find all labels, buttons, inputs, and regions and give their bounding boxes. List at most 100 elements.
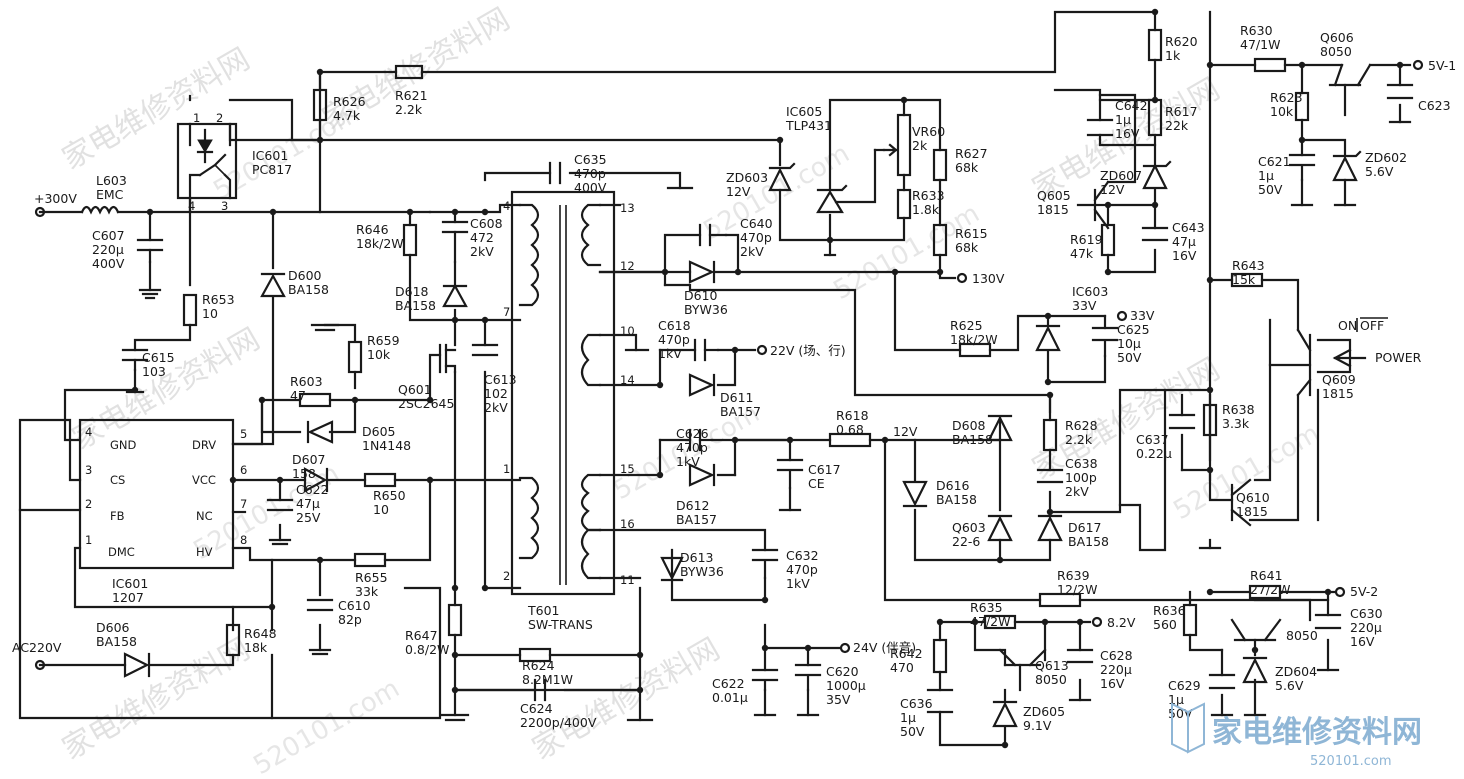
IC605-shunt-regulator	[816, 148, 877, 214]
part-label-c625: C625	[1117, 322, 1150, 337]
L603-inductor	[80, 205, 120, 215]
part-label-r626: R626	[333, 94, 366, 109]
part-label-c626: 470p	[676, 440, 708, 455]
part-label-c640: C640	[740, 216, 773, 231]
part-label-c629: 50V	[1168, 706, 1193, 721]
part-label-r621: 2.2k	[395, 102, 423, 117]
part-label-r635: 47/2W	[970, 614, 1010, 629]
part-label-r627: R627	[955, 146, 988, 161]
opto-pin: 3	[221, 199, 228, 213]
part-label-r655: 33k	[355, 584, 379, 599]
part-label-r642: 470	[890, 660, 914, 675]
C636-capacitor	[926, 688, 954, 714]
part-label-r646: 18k/2W	[356, 236, 404, 251]
part-label-c617: C617	[808, 462, 841, 477]
D605-diode	[306, 420, 334, 444]
part-label-r603: 47	[290, 388, 306, 403]
label-33v: 33V	[1130, 308, 1155, 323]
ground-symbol	[440, 713, 470, 722]
C632-capacitor	[751, 548, 779, 580]
ZD605-zener	[992, 700, 1018, 728]
Q601-transistor	[438, 343, 457, 374]
part-label-c640: 470p	[740, 230, 772, 245]
part-label-c607: 400V	[92, 256, 125, 271]
part-label-c629: C629	[1168, 678, 1201, 693]
part-label-c635: 400V	[574, 180, 607, 195]
part-label-c613: 2kV	[484, 400, 508, 415]
trans-pin: 16	[620, 517, 635, 531]
ZD602-zener	[1332, 150, 1362, 207]
part-label-r633: 1.8k	[912, 202, 940, 217]
label-5v2: 5V-2	[1350, 584, 1378, 599]
R648-resistor	[225, 623, 241, 657]
R643-resistor	[1230, 272, 1264, 288]
C624-capacitor	[533, 678, 547, 702]
part-label-c635: 470p	[574, 166, 606, 181]
D610-diode	[688, 260, 716, 284]
part-label-r617: 22k	[1165, 118, 1189, 133]
part-label-r653: R653	[202, 292, 235, 307]
watermark: 家电维修资料网	[527, 632, 726, 767]
label-8v2: 8.2V	[1107, 615, 1136, 630]
part-label-c635: C635	[574, 152, 607, 167]
part-label-d600: D600	[288, 268, 322, 283]
R633-resistor	[896, 188, 912, 220]
R626-resistor	[312, 88, 328, 122]
part-label-c610: 82p	[338, 612, 362, 627]
part-label-d607: D607	[292, 452, 325, 467]
R641-resistor	[1248, 584, 1282, 600]
opto-pin: 2	[216, 111, 223, 125]
part-label-c621: 1μ	[1258, 168, 1274, 183]
part-label-r648: 18k	[244, 640, 268, 655]
part-label-zd602: 5.6V	[1365, 164, 1394, 179]
R627-resistor	[932, 148, 948, 182]
label-300v: +300V	[34, 191, 77, 206]
trans-pin: 14	[620, 373, 635, 387]
part-label-c622a: 47μ	[296, 496, 320, 511]
R625-resistor	[958, 342, 992, 358]
part-label-vr60: 2k	[912, 138, 928, 153]
part-label-zd602: ZD602	[1365, 150, 1407, 165]
part-label-r642: R642	[890, 646, 923, 661]
part-label-r619: R619	[1070, 232, 1103, 247]
part-label-ic603: IC603	[1072, 284, 1108, 299]
part-label-ic601b: IC601	[112, 576, 148, 591]
C622-capacitor	[266, 498, 294, 546]
Q611-transistor	[1230, 618, 1282, 642]
label-24v: 24V (伴音)	[853, 640, 916, 655]
trans-pin: 12	[620, 259, 635, 273]
part-label-c640: 2kV	[740, 244, 764, 259]
part-label-l603: EMC	[96, 187, 124, 202]
part-label-ic603: 33V	[1072, 298, 1097, 313]
part-label-r620: 1k	[1165, 48, 1181, 63]
part-label-zd603: 12V	[726, 184, 751, 199]
part-label-c637: C637	[1136, 432, 1169, 447]
C629-capacitor	[1208, 673, 1236, 717]
part-label-d617: BA158	[1068, 534, 1109, 549]
part-label-r643: R643	[1232, 258, 1265, 273]
part-label-c632: 1kV	[786, 576, 810, 591]
R650-resistor	[363, 472, 397, 488]
part-label-r626: 4.7k	[333, 108, 361, 123]
R639-resistor	[1038, 592, 1082, 608]
part-label-d608: D608	[952, 418, 986, 433]
logo-text: 家电维修资料网	[1212, 715, 1422, 750]
part-label-r619: 47k	[1070, 246, 1094, 261]
part-label-c608: 472	[470, 230, 494, 245]
junctions	[131, 8, 1404, 749]
trans-pin: 13	[620, 201, 635, 215]
part-label-zd607: 12V	[1100, 182, 1125, 197]
C628-capacitor	[1066, 648, 1094, 702]
part-label-q610: Q610	[1236, 490, 1270, 505]
R655-resistor	[353, 552, 387, 568]
part-label-r641: 27/2W	[1250, 582, 1290, 597]
part-label-c636: C636	[900, 696, 933, 711]
part-label-c620: 1000μ	[826, 678, 866, 693]
C635-capacitor	[548, 161, 562, 185]
pin-num: 5	[240, 427, 247, 441]
node-labels: +300V AC220V 130V 33V 22V (场、行) 24V (伴音)…	[12, 58, 1456, 655]
pin-gnd: GND	[110, 438, 137, 452]
IC601-optocoupler	[176, 122, 238, 200]
D617-diode	[1037, 514, 1063, 542]
part-label-d610: D610	[684, 288, 718, 303]
